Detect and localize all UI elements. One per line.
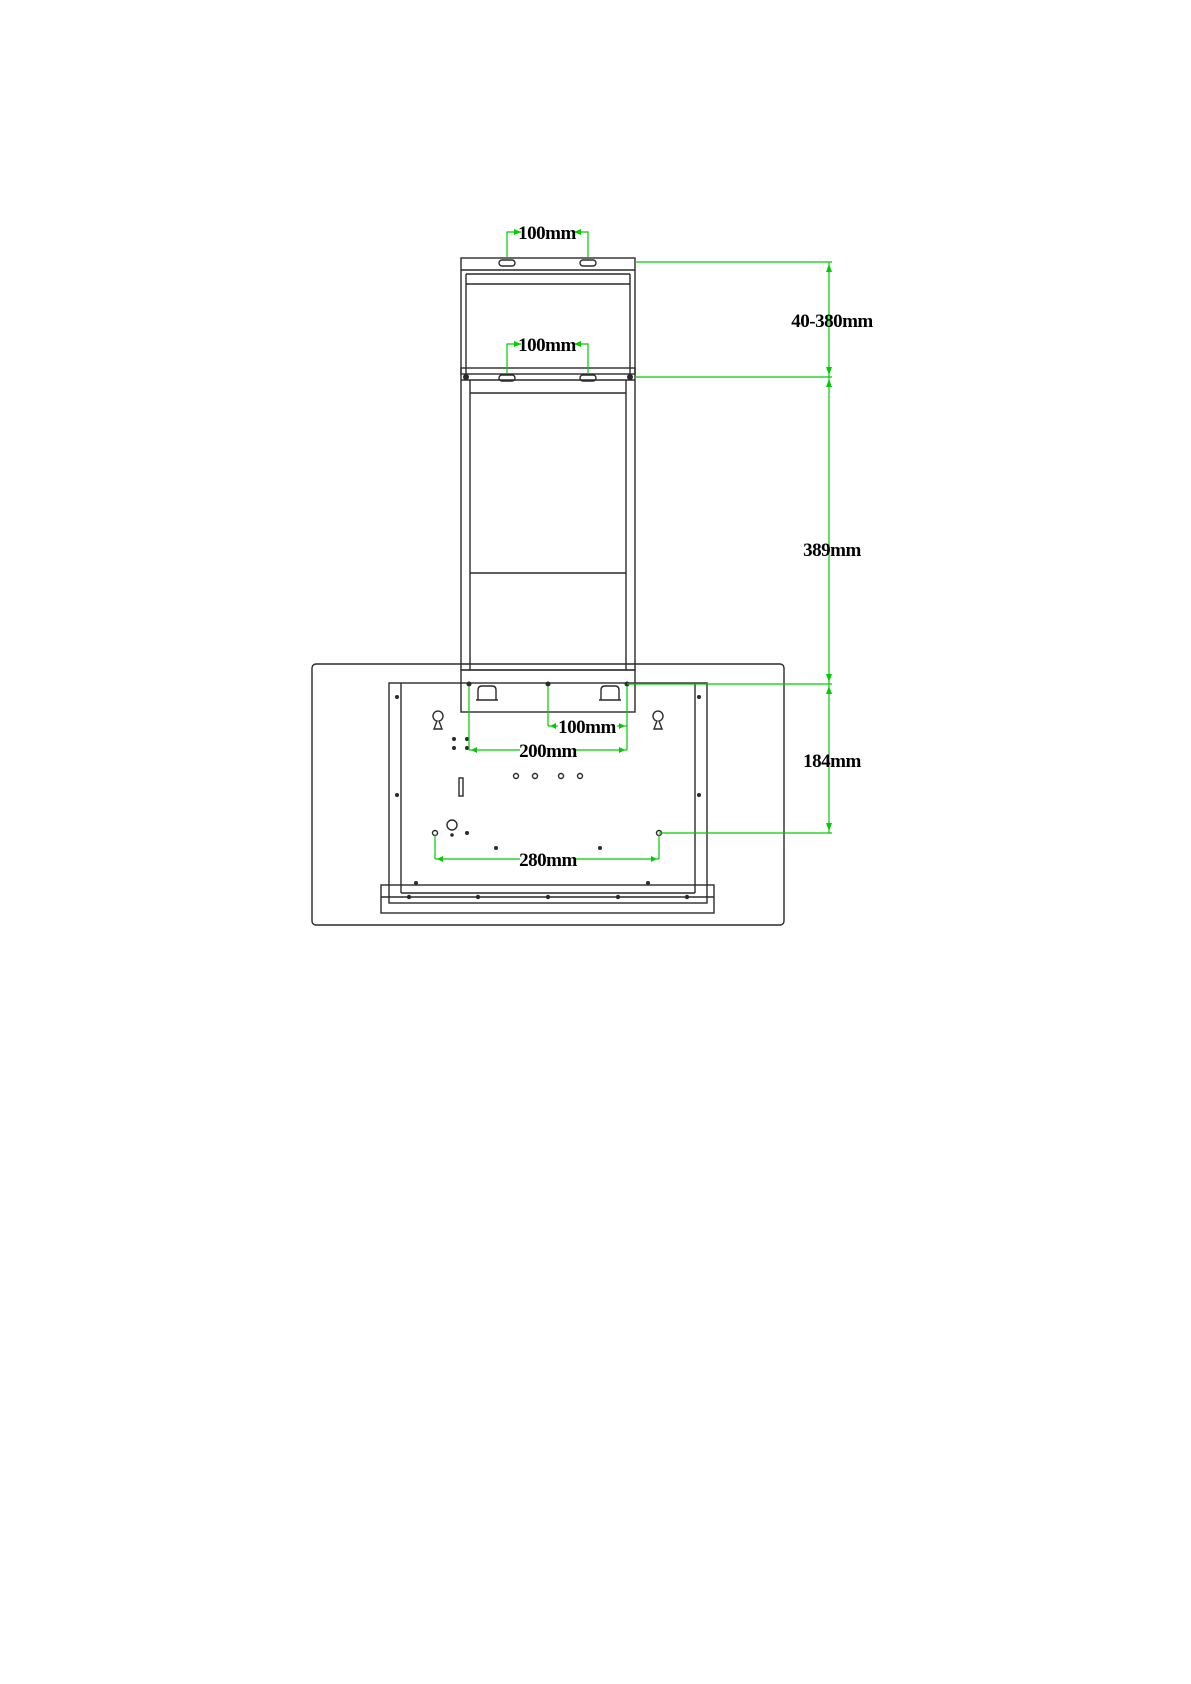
mount-hole — [559, 774, 564, 779]
chimney-top-bracket — [461, 258, 635, 374]
screw-dot — [697, 793, 701, 797]
keyhole-right — [653, 711, 663, 729]
mount-hole — [578, 774, 583, 779]
mount-hole — [514, 774, 519, 779]
mount-hole — [533, 774, 538, 779]
screw-dot — [494, 846, 498, 850]
chimney-body — [461, 368, 635, 670]
label-plate-200: 200mm — [519, 741, 577, 762]
plate-hook-left — [478, 686, 496, 700]
cable-slot — [459, 778, 463, 796]
label-mid-bracket: 100mm — [518, 335, 576, 356]
screw-dot — [395, 695, 399, 699]
screw-dot — [452, 737, 456, 741]
dimension-lines — [435, 229, 832, 862]
screw-dot — [685, 895, 689, 899]
screw-dot — [646, 881, 650, 885]
screw-dot — [546, 682, 551, 687]
screw-dot — [463, 374, 469, 380]
screw-dot — [627, 374, 633, 380]
screw-dot — [407, 895, 411, 899]
mount-hole — [433, 831, 438, 836]
motor-valve-icon — [447, 820, 457, 830]
label-body-height: 184mm — [803, 751, 861, 772]
label-top-bracket: 100mm — [518, 223, 576, 244]
screw-dot — [452, 746, 456, 750]
label-chimney-height: 389mm — [803, 540, 861, 561]
top-bracket-slot-right — [580, 260, 596, 266]
hood-outline — [312, 258, 784, 925]
label-bottom-280: 280mm — [519, 850, 577, 871]
screw-dot — [546, 895, 550, 899]
label-plate-100: 100mm — [558, 717, 616, 738]
label-height-adjustable: 40-380mm — [791, 311, 873, 332]
plate-hook-right — [601, 686, 619, 700]
screw-dot — [598, 846, 602, 850]
fastener-dots — [395, 374, 701, 899]
screw-dot — [616, 895, 620, 899]
screw-dot — [467, 682, 472, 687]
screw-dot — [414, 881, 418, 885]
keyhole-left — [433, 711, 443, 729]
screw-dot — [450, 833, 454, 837]
screw-dot — [476, 895, 480, 899]
screw-dot — [395, 793, 399, 797]
top-bracket-slot-left — [499, 260, 515, 266]
screw-dot — [465, 831, 469, 835]
screw-dot — [697, 695, 701, 699]
